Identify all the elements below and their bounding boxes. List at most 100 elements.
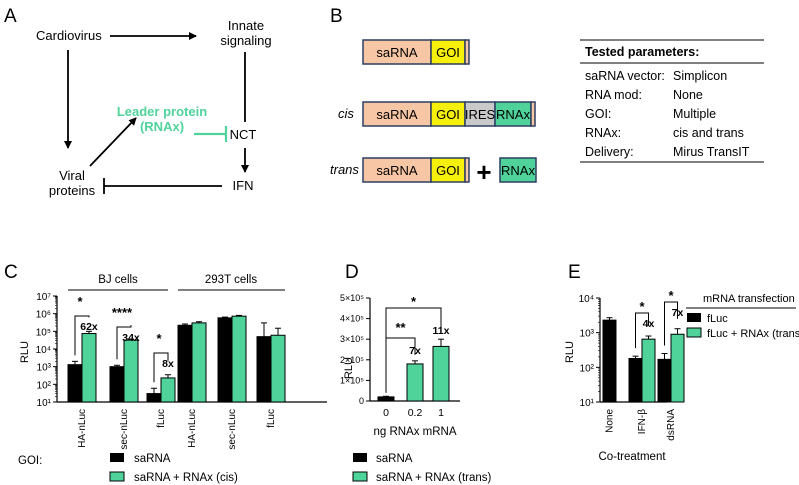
d-ytick-label: 4×10⁵ [340,314,364,324]
c-bar-rnax [123,339,139,403]
c-legend-label-rnax: saRNA + RNAx (cis) [134,472,238,484]
c-sig-stars: **** [112,305,133,320]
c-bar-rnax [191,322,207,403]
d-ylabel: RLU [343,357,355,379]
d-ytick-label: 3×10⁵ [340,334,364,344]
param-label-0: saRNA vector: [585,69,665,83]
e-bar-rnax [641,338,656,403]
param-value-3: cis and trans [673,126,744,140]
c-bar-sarna [256,336,272,403]
node-cardiovirus: Cardiovirus [36,28,102,43]
e-ylabel: RLU [564,341,576,363]
c-sig-bracket [116,325,132,360]
arrow-viral-leader [89,117,137,167]
params-header: Tested parameters: [585,45,699,59]
e-fold-label: 4x [643,318,655,330]
param-value-2: Multiple [673,107,716,121]
c-ytick-label: 10¹ [37,398,52,409]
param-label-3: RNAx: [585,126,621,140]
param-label-1: RNA mod: [585,88,642,102]
box-goi-2-label: GOI [436,107,460,122]
d-sig-bracket [385,307,442,393]
box-goi-3 [430,157,466,183]
box-tail-1 [464,39,470,65]
node-ifn: IFN [233,178,254,193]
c-xtick-label: sec-nLuc [119,409,130,450]
c-xtick-label: sec-nLuc [227,409,238,450]
d-ytick-label: 5×10⁵ [340,293,364,303]
e-bar-fluc [657,358,672,403]
c-xtick-label: HA-nLuc [77,409,88,448]
e-sig-bracket [664,301,678,346]
c-legend-swatch-rnax [109,471,125,482]
panel-letter-d: D [345,262,359,283]
c-bar-rnax [81,333,97,403]
d-bar-rnax [406,363,424,402]
c-group-label-293t: 293T cells [205,274,257,286]
c-bar-sarna [177,324,193,403]
e-xlabel: Co-treatment [598,451,666,463]
param-label-4: Delivery: [585,145,634,159]
d-bar-rnax [432,345,450,402]
d-sig-stars: * [411,294,417,309]
c-bar-rnax [270,334,286,403]
e-fold-label: 7x [672,307,684,319]
box-ires-label: IRES [465,107,496,122]
param-value-1: None [673,88,703,102]
e-xtick-label: IFN-β [637,409,648,434]
panel-letter-c: C [4,262,18,283]
node-leader-line1: Leader protein [117,104,207,119]
prefix-trans: trans [330,162,359,177]
diagram-cardiovirus: Cardiovirus Innate signaling NCT IFN Vir… [36,18,272,198]
c-ylabel: RLU [19,341,31,363]
box-rnax-cis-label: RNAx [496,107,530,122]
panel-letter-a: A [4,6,17,27]
box-sarna-3 [362,157,432,183]
e-bar-rnax [670,333,685,403]
e-ytick-label: 10⁴ [579,294,594,305]
d-ytick-label: 0 [359,396,364,406]
d-legend-swatch-rnax [352,471,368,482]
c-ytick-label: 10⁶ [36,310,51,321]
param-label-2: GOI: [585,107,611,121]
c-ytick-label: 10² [37,380,52,391]
c-ytick-label: 10³ [37,363,52,374]
e-bar-fluc [628,357,643,403]
d-xtick-label: 0.2 [408,407,423,419]
box-goi-1-label: GOI [436,45,460,60]
c-bar-rnax [231,315,247,403]
box-goi-3-label: GOI [436,163,460,178]
d-sig-stars: ** [395,320,406,335]
e-bar-fluc [602,319,617,403]
e-ytick-label: 10¹ [580,398,595,409]
d-fold-label: 7x [409,345,421,357]
box-sarna-2-label: saRNA [376,107,418,122]
box-tail-2 [530,101,536,127]
c-xtick-label: HA-nLuc [187,409,198,448]
box-tail-3 [464,157,470,183]
c-group-label-bj: BJ cells [98,274,138,286]
c-sig-bracket [153,352,169,383]
c-legend-label-sarna: saRNA [134,453,171,465]
c-xtick-label: fLuc [266,409,277,428]
c-sig-stars: * [77,294,83,309]
d-legend-swatch-sarna [353,453,367,462]
e-ytick-label: 10³ [580,329,595,340]
c-xtick-label: fLuc [156,409,167,428]
d-xlabel: ng RNAx mRNA [373,426,456,438]
c-sig-stars: * [156,331,162,346]
c-bar-sarna [217,317,233,403]
d-xtick-label: 0 [383,407,389,419]
e-legend-label-rnax: fLuc + RNAx (trans) [707,328,799,340]
e-sig-bracket [635,312,649,349]
panel-letter-e: E [568,262,581,283]
e-legend-label-fluc: fLuc [707,313,728,325]
box-sarna-3-label: saRNA [376,163,418,178]
c-bar-rnax [160,377,176,403]
d-xtick-label: 1 [438,407,444,419]
e-sig-stars: * [668,288,674,303]
box-rnax-cis [494,101,532,127]
